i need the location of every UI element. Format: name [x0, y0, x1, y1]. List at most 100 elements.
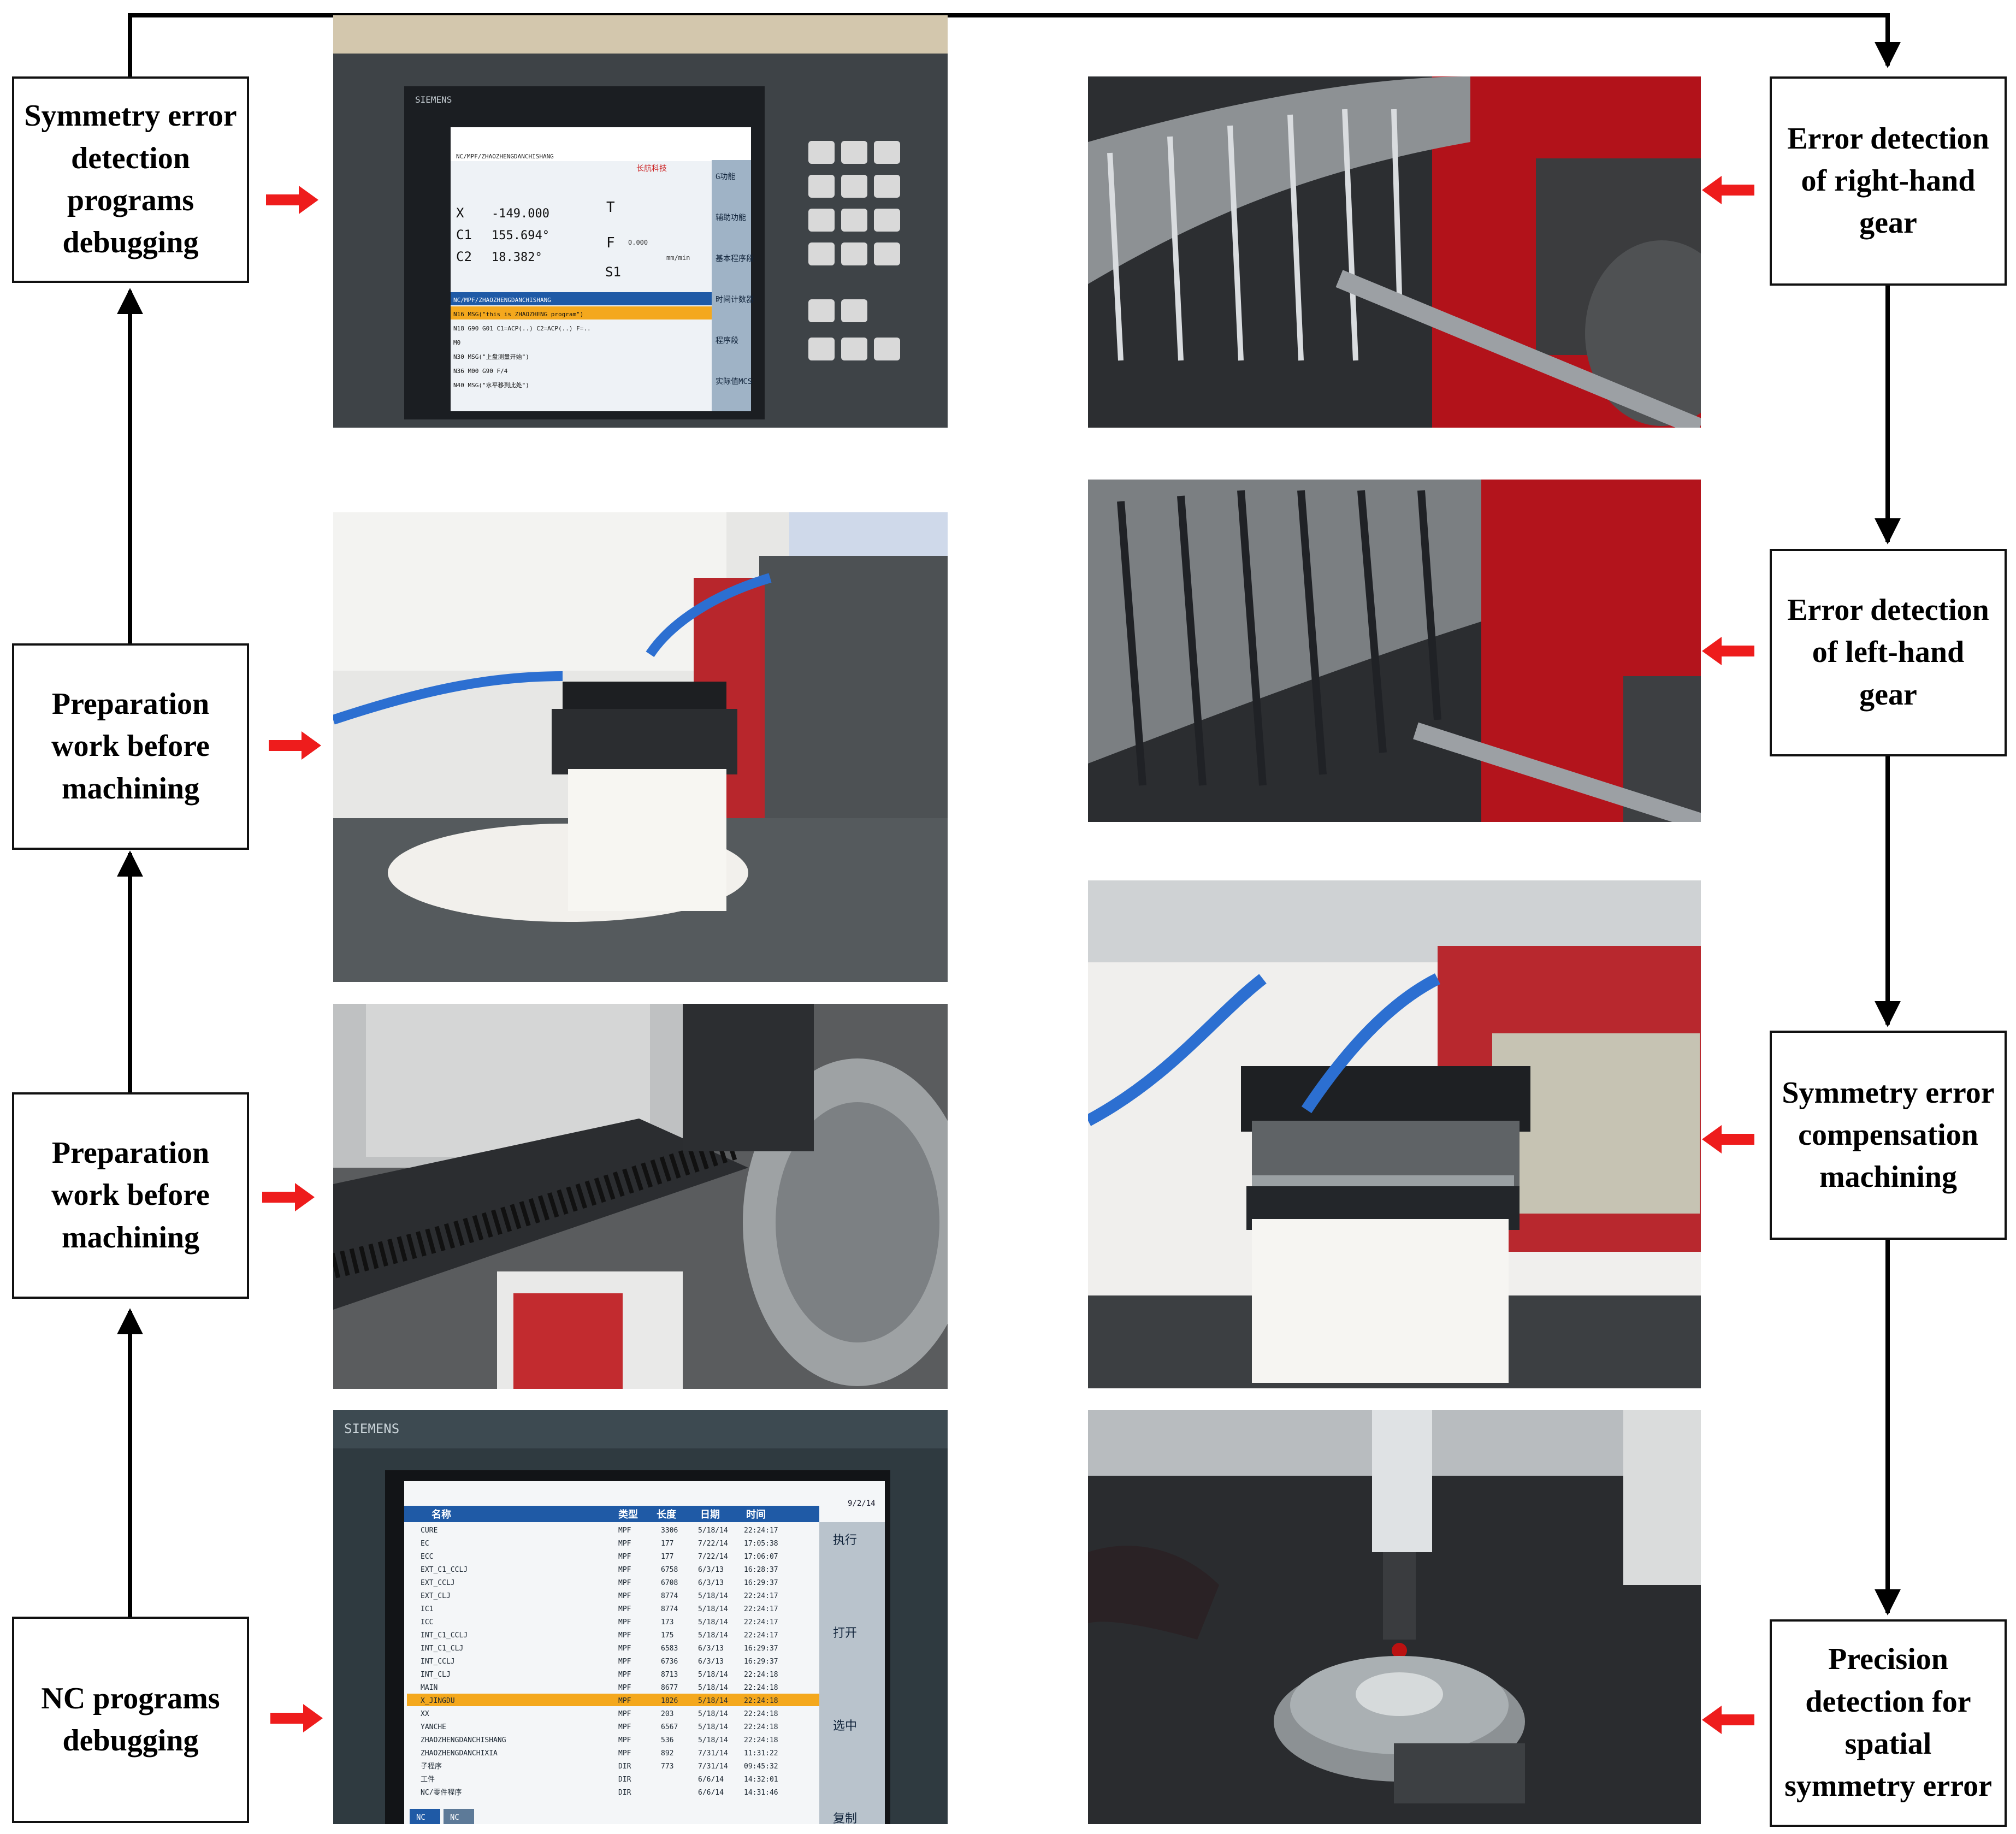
list-cell: NC/零件程序 — [421, 1789, 462, 1797]
list-cell: 14:32:01 — [744, 1776, 778, 1784]
axis-value: 155.694° — [492, 229, 549, 242]
list-cell: 8677 — [661, 1684, 678, 1692]
list-cell: MPF — [618, 1749, 631, 1758]
list-cell: 6/6/14 — [698, 1789, 724, 1797]
step-preparation-2: Preparation work before machining — [12, 1092, 249, 1299]
softkey-label: 辅助功能 — [716, 214, 746, 222]
list-cell: 22:24:18 — [744, 1697, 778, 1705]
list-cell: INT_C1_CLJ — [421, 1644, 463, 1653]
list-cell: 5/18/14 — [698, 1618, 728, 1626]
axis-name: C1 — [456, 227, 472, 242]
axis-value: -149.000 — [492, 207, 549, 221]
screen-spindle-label: S1 — [605, 264, 621, 280]
list-cell: 5/18/14 — [698, 1605, 728, 1613]
list-header: 长度 — [657, 1508, 677, 1521]
softkey-label: 打开 — [833, 1626, 857, 1640]
list-cell: MPF — [618, 1723, 631, 1731]
list-cell: INT_C1_CCLJ — [421, 1631, 468, 1640]
softkey-label: 程序段 — [716, 336, 738, 345]
list-cell: 22:24:17 — [744, 1618, 778, 1626]
step-nc-debugging: NC programs debugging — [12, 1617, 249, 1823]
axis-name: X — [456, 205, 464, 221]
list-cell: CURE — [421, 1527, 438, 1535]
red-arrow-precision — [1702, 1706, 1754, 1734]
nc-tab-label: NC — [416, 1813, 425, 1822]
screen2-date: 9/2/14 — [848, 1499, 876, 1508]
list-cell: MPF — [618, 1592, 631, 1600]
screen2-brand: SIEMENS — [344, 1421, 399, 1436]
list-cell: X_JINGDU — [421, 1697, 455, 1705]
list-cell: MPF — [618, 1658, 631, 1666]
list-cell: MPF — [618, 1553, 631, 1561]
list-cell: 177 — [661, 1553, 673, 1561]
list-cell: 892 — [661, 1749, 673, 1758]
softkey-label: 实际值MCS — [716, 377, 752, 386]
list-cell: 175 — [661, 1631, 673, 1640]
list-cell: 5/18/14 — [698, 1736, 728, 1744]
list-cell: 22:24:17 — [744, 1631, 778, 1640]
list-cell: MPF — [618, 1736, 631, 1744]
softkey-label: 时间计数器 — [716, 295, 754, 304]
list-cell: 8774 — [661, 1605, 678, 1613]
step-precision-detection: Precision detection for spatial symmetry… — [1770, 1619, 2007, 1827]
list-cell: 工件 — [421, 1776, 435, 1784]
list-cell: DIR — [618, 1762, 631, 1771]
list-cell: 7/31/14 — [698, 1749, 728, 1758]
nc-tab — [444, 1809, 474, 1824]
screen-brand: SIEMENS — [415, 94, 452, 105]
softkey-label: 选中 — [833, 1719, 857, 1733]
program-line: N18 G90 G01 C1=ACP(..) C2=ACP(..) F=.. — [453, 325, 591, 332]
list-cell: MPF — [618, 1697, 631, 1705]
list-cell: XX — [421, 1710, 429, 1718]
list-row-highlight — [407, 1694, 819, 1706]
list-cell: 8774 — [661, 1592, 678, 1600]
list-cell: MPF — [618, 1566, 631, 1574]
list-cell: 16:29:37 — [744, 1579, 778, 1587]
list-cell: 6758 — [661, 1566, 678, 1574]
list-cell: 5/18/14 — [698, 1527, 728, 1535]
list-cell: 22:24:18 — [744, 1736, 778, 1744]
photo-machine-setup — [333, 512, 948, 982]
list-cell: 6708 — [661, 1579, 678, 1587]
list-cell: 8713 — [661, 1671, 678, 1679]
photo-right-hand-gear — [1088, 76, 1701, 428]
red-arrow-right-hand — [1702, 176, 1754, 204]
photo-compensation-machining — [1088, 880, 1701, 1388]
list-cell: 22:24:18 — [744, 1710, 778, 1718]
list-cell: INT_CLJ — [421, 1671, 451, 1679]
red-arrow-nc — [270, 1704, 323, 1732]
list-cell: ZHAOZHENGDANCHISHANG — [421, 1736, 506, 1744]
list-cell: 22:24:18 — [744, 1684, 778, 1692]
list-cell: INT_CCLJ — [421, 1658, 455, 1666]
list-cell: MPF — [618, 1618, 631, 1626]
list-cell: 11:31:22 — [744, 1749, 778, 1758]
list-cell: 5/18/14 — [698, 1592, 728, 1600]
list-cell: 536 — [661, 1736, 673, 1744]
screen-feed-label: F — [606, 235, 615, 251]
softkey-label: G功能 — [716, 173, 735, 181]
list-cell: 6736 — [661, 1658, 678, 1666]
list-cell: 16:29:37 — [744, 1658, 778, 1666]
list-cell: DIR — [618, 1789, 631, 1797]
screen-tool-label: T — [606, 199, 615, 216]
program-line: M0 — [453, 339, 460, 346]
list-cell: MPF — [618, 1527, 631, 1535]
program-line: NC/MPF/ZHAOZHENGDANCHISHANG — [453, 297, 551, 304]
photo-left-hand-gear — [1088, 480, 1701, 822]
list-header: 类型 — [618, 1508, 638, 1521]
softkey-label: 执行 — [833, 1534, 857, 1547]
red-arrow-symmetry — [266, 186, 318, 214]
list-cell: 22:24:17 — [744, 1527, 778, 1535]
list-cell: 6/3/13 — [698, 1658, 724, 1666]
list-cell: 7/22/14 — [698, 1540, 728, 1548]
list-cell: 773 — [661, 1762, 673, 1771]
step-right-hand-detection: Error detection of right-hand gear — [1770, 76, 2007, 286]
screen-feed-unit: mm/min — [666, 254, 690, 262]
list-cell: 16:28:37 — [744, 1566, 778, 1574]
list-cell: 5/18/14 — [698, 1631, 728, 1640]
nc-tab — [410, 1809, 440, 1824]
list-cell: 7/31/14 — [698, 1762, 728, 1771]
list-cell: 3306 — [661, 1527, 678, 1535]
list-cell: 5/18/14 — [698, 1723, 728, 1731]
